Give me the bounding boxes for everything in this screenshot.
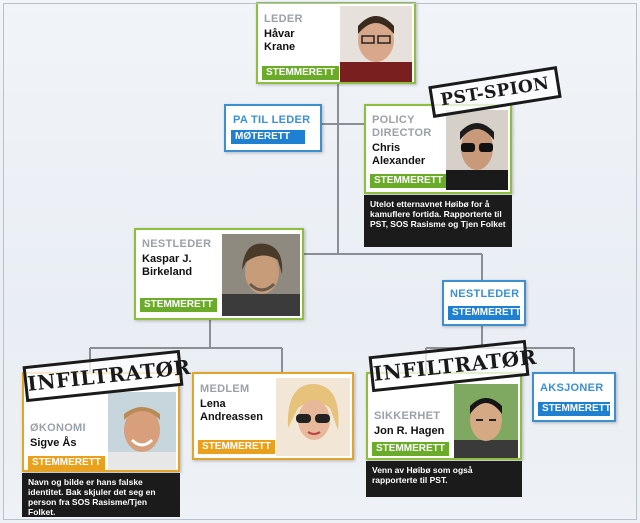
actions-role: AKSJONER <box>540 382 604 394</box>
deputy-leader-name-line2: Birkeland <box>142 266 192 279</box>
member-role: MEDLEM <box>200 383 249 395</box>
security-note-text: Venn av Høibø som også rapporterte til P… <box>372 465 473 485</box>
assistant-card: PA TIL LEDER MØTERETT <box>224 104 322 152</box>
finance-note: Navn og bilde er hans falske identitet. … <box>22 473 180 517</box>
member-voting-badge: STEMMERETT <box>198 440 275 454</box>
policy-director-portrait-icon <box>446 110 508 190</box>
leader-name: Håvar <box>264 28 295 41</box>
leader-portrait-icon <box>340 6 412 82</box>
security-note: Venn av Høibø som også rapporterte til P… <box>366 461 522 497</box>
policy-director-name-line1: Chris <box>372 142 400 155</box>
policy-director-note-text: Utelot etternavnet Høibø for å kamuflere… <box>370 199 506 229</box>
deputy-leader-card: NESTLEDER Kaspar J. Birkeland STEMMERETT <box>134 228 304 320</box>
security-role: SIKKERHET <box>374 410 440 422</box>
leader-card: LEDER Håvar Krane STEMMERETT <box>256 2 416 84</box>
finance-name: Sigve Ås <box>30 437 76 450</box>
security-photo <box>454 384 518 458</box>
member-name-line2: Andreassen <box>200 411 263 424</box>
policy-director-role-line2: DIRECTOR <box>372 127 432 139</box>
deputy-leader-2-card: NESTLEDER STEMMERETT <box>442 280 526 326</box>
assistant-role: PA TIL LEDER <box>233 114 310 126</box>
policy-director-card: POLICY DIRECTOR Chris Alexander STEMMERE… <box>364 104 512 194</box>
member-photo <box>276 378 350 456</box>
policy-director-role-line1: POLICY <box>372 114 415 126</box>
actions-card: AKSJONER STEMMERETT <box>532 372 616 422</box>
deputy-leader-voting-badge: STEMMERETT <box>140 298 217 312</box>
leader-name-line2: Krane <box>264 41 295 54</box>
policy-director-photo <box>446 110 508 190</box>
leader-photo <box>340 6 412 82</box>
policy-director-note: Utelot etternavnet Høibø for å kamuflere… <box>364 195 512 247</box>
member-portrait-icon <box>276 378 350 456</box>
security-portrait-icon <box>454 384 518 458</box>
finance-voting-badge: STEMMERETT <box>28 456 105 470</box>
policy-director-voting-badge: STEMMERETT <box>370 174 447 188</box>
deputy-leader-role: NESTLEDER <box>142 238 211 250</box>
finance-role: ØKONOMI <box>30 422 86 434</box>
security-voting-badge: STEMMERETT <box>372 442 449 456</box>
finance-photo <box>108 392 176 470</box>
actions-voting-badge: STEMMERETT <box>538 402 610 416</box>
deputy-leader-2-voting-badge: STEMMERETT <box>448 306 520 320</box>
security-name: Jon R. Hagen <box>374 425 444 438</box>
member-card: MEDLEM Lena Andreassen STEMMERETT <box>192 372 354 460</box>
leader-voting-badge: STEMMERETT <box>262 66 339 80</box>
policy-director-name-line2: Alexander <box>372 155 425 168</box>
member-name-line1: Lena <box>200 398 226 411</box>
deputy-leader-portrait-icon <box>222 234 300 316</box>
finance-portrait-icon <box>108 392 176 470</box>
deputy-leader-photo <box>222 234 300 316</box>
deputy-leader-name-line1: Kaspar J. <box>142 253 192 266</box>
finance-note-text: Navn og bilde er hans falske identitet. … <box>28 477 156 517</box>
deputy-leader-2-role: NESTLEDER <box>450 288 519 300</box>
leader-role: LEDER <box>264 13 303 25</box>
assistant-meeting-badge: MØTERETT <box>231 130 305 144</box>
